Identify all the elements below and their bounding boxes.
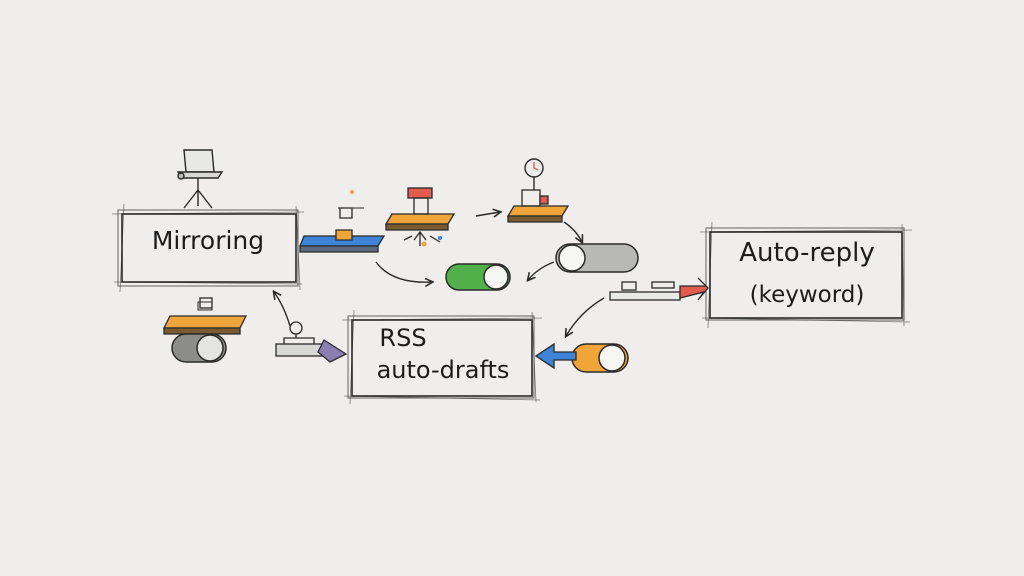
platform-blue-icon (299, 207, 386, 253)
mirroring-box (111, 203, 305, 293)
auto-reply-box (699, 221, 913, 329)
clock-icon (524, 158, 544, 190)
laptop-icon (176, 149, 224, 209)
mirroring-label: Mirroring (151, 226, 265, 255)
blue-arrow-icon (534, 342, 577, 370)
platform-orange-center-icon (384, 187, 456, 247)
rss-box (341, 309, 543, 405)
platform-orange-left-icon (162, 297, 248, 335)
rss-label: RSS (379, 324, 427, 352)
auto-reply-sublabel: (keyword) (749, 282, 865, 308)
decorative-marks (197, 190, 364, 311)
toggle-orange-icon (571, 343, 629, 373)
printer-icon (275, 321, 348, 363)
toggle-green-icon (445, 263, 511, 291)
toggle-gray-right-icon (555, 243, 639, 273)
toggle-gray-left-icon (171, 333, 227, 363)
platform-orange-right-icon (506, 189, 570, 223)
connector-arrows (274, 212, 605, 336)
auto-reply-label: Auto-reply (739, 238, 875, 268)
rss-sublabel: auto-drafts (376, 356, 510, 384)
red-arrow-icon (609, 277, 709, 301)
